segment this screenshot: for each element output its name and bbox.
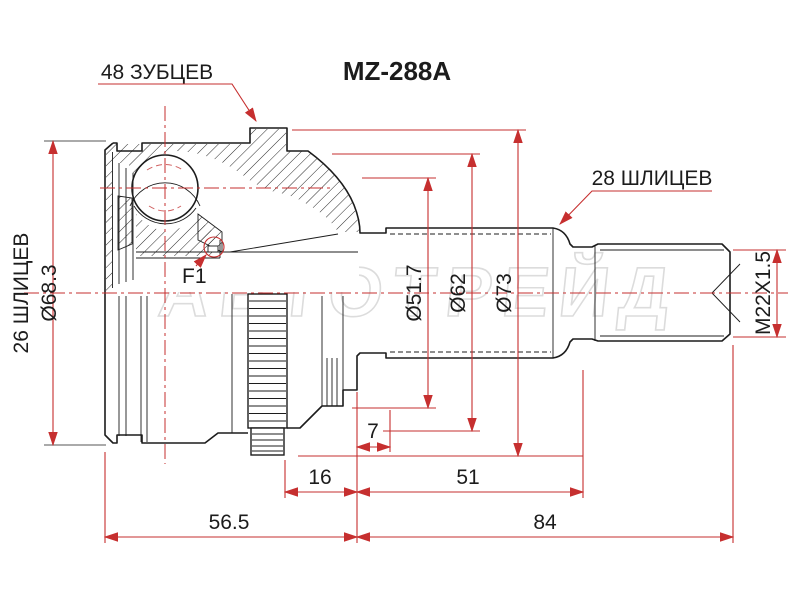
race-arc xyxy=(133,205,197,225)
inner-splines-label: 26 ШЛИЦЕВ xyxy=(10,233,33,354)
abs-ring-flange-lines xyxy=(252,433,283,452)
abs-ring-flange xyxy=(250,427,285,456)
center-drill-mark xyxy=(711,263,741,323)
circlip-groove xyxy=(207,245,219,253)
thread-root-lines xyxy=(552,228,724,358)
ext-length-lines xyxy=(104,345,734,543)
inner-diameter-label: Ø68.3 xyxy=(38,264,61,321)
boot-groove-bands xyxy=(118,294,344,442)
outline-top-right xyxy=(113,127,731,429)
bore-lines xyxy=(112,152,358,288)
dim-51-label: 51 xyxy=(456,466,479,489)
diameter-groove-label: Ø51.7 xyxy=(403,264,426,321)
dim-84-label: 84 xyxy=(533,511,557,534)
track-arc xyxy=(129,182,201,207)
detail-f1-circle xyxy=(203,236,225,258)
diameter-flange-label: Ø73 xyxy=(493,273,516,313)
leader-teeth-count xyxy=(98,83,257,122)
diameter-body-label: Ø62 xyxy=(447,273,470,313)
leader-detail-f1 xyxy=(193,254,207,268)
cage-left-hatch xyxy=(117,195,133,251)
dim-16-label: 16 xyxy=(308,466,331,489)
ball-arc-bottom xyxy=(148,205,182,212)
ball-arc-top xyxy=(146,164,184,171)
dimensions xyxy=(44,128,786,543)
abs-ring xyxy=(247,293,288,456)
ext-flange-diameter xyxy=(292,129,583,457)
leader-lines xyxy=(98,83,712,268)
teeth-count-label: 48 ЗУБЦЕВ xyxy=(101,61,213,84)
dim-7-label: 7 xyxy=(367,420,379,443)
detail-f1-label: F1 xyxy=(182,265,207,288)
annotations: MZ-288A 48 ЗУБЦЕВ 28 ШЛИЦЕВ F1 26 ШЛИЦЕВ… xyxy=(10,56,775,534)
part-number-label: MZ-288A xyxy=(343,56,452,86)
thread-spec-label: M22X1.5 xyxy=(752,251,775,335)
ext-body-diameter xyxy=(332,153,480,432)
outline-bottom-left xyxy=(104,142,248,444)
outer-splines-label: 28 ШЛИЦЕВ xyxy=(592,167,713,190)
dim-56-label: 56.5 xyxy=(209,511,250,534)
centerlines xyxy=(24,106,788,464)
leader-outer-splines xyxy=(559,190,712,225)
abs-ring-teeth-lines xyxy=(249,300,286,422)
